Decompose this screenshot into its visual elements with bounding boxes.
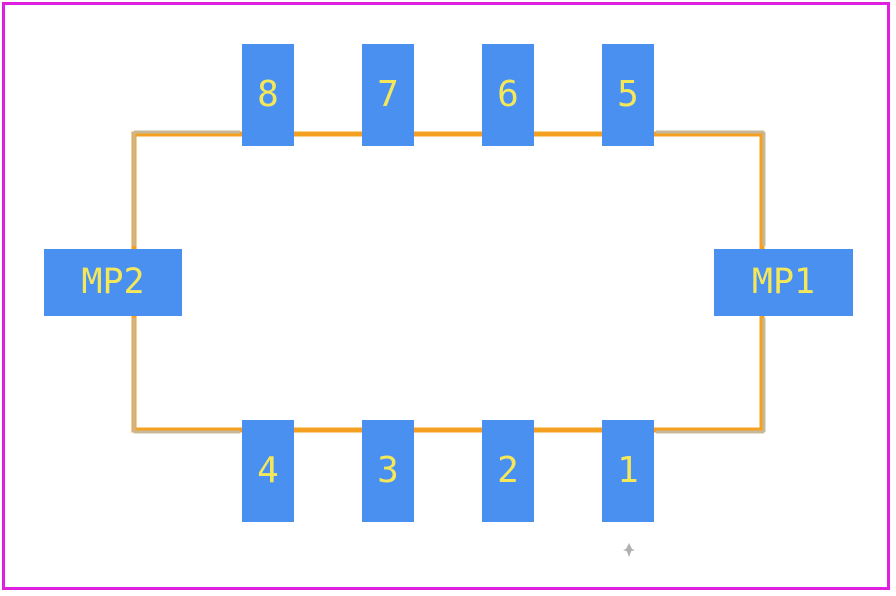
silkscreen-lines xyxy=(132,130,766,434)
pad-2[interactable]: 2 xyxy=(482,420,534,522)
pad-mp1[interactable]: MP1 xyxy=(714,249,853,316)
pad-7[interactable]: 7 xyxy=(362,44,414,146)
pad-4[interactable]: 4 xyxy=(242,420,294,522)
pad-8[interactable]: 8 xyxy=(242,44,294,146)
pad-5[interactable]: 5 xyxy=(602,44,654,146)
pad-1[interactable]: 1 xyxy=(602,420,654,522)
pad-6[interactable]: 6 xyxy=(482,44,534,146)
board-outline xyxy=(2,2,890,590)
pad-3[interactable]: 3 xyxy=(362,420,414,522)
pin1-origin-marker-icon xyxy=(623,543,635,557)
courtyard-outline xyxy=(131,131,765,433)
pad-mp2[interactable]: MP2 xyxy=(44,249,182,316)
